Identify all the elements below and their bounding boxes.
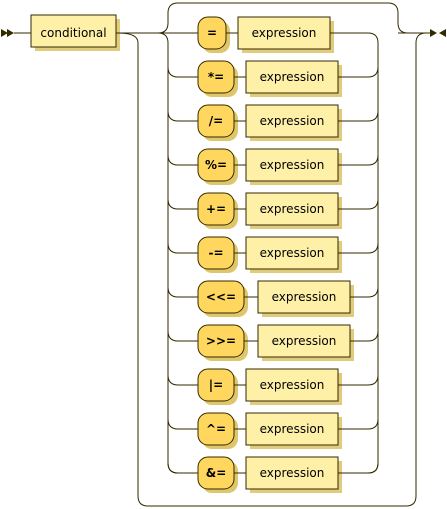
operator-row: += expression [167,192,379,229]
operator-row: |= expression [167,368,379,405]
operator-label: %= [205,158,227,172]
operator-row: <<= expression [167,280,379,317]
expression-label: expression [252,26,317,40]
operator-row: %= expression [167,148,379,185]
expression-node [245,412,339,446]
expression-label: expression [260,246,325,260]
expression-label: expression [260,158,325,172]
operator-row: = expression [158,16,368,53]
end-marker-icon [430,29,446,37]
expression-label: expression [260,378,325,392]
conditional-node: conditional [30,14,120,51]
expression-label: expression [260,422,325,436]
operator-label: *= [208,70,224,84]
expression-node [245,148,339,182]
expression-label: expression [260,202,325,216]
operator-label: >>= [206,334,236,348]
expression-node [245,236,339,270]
operator-row: /= expression [167,104,379,141]
expression-label: expression [260,114,325,128]
expression-node [245,192,339,226]
operator-row: -= expression [167,236,379,273]
expression-node [245,60,339,94]
expression-label: expression [260,466,325,480]
conditional-label: conditional [40,26,106,40]
operator-row: ^= expression [167,412,379,449]
operator-row: *= expression [167,60,379,97]
start-marker-icon [1,29,14,37]
expression-node [237,16,331,50]
operator-label: -= [208,246,223,260]
operator-label: = [207,26,217,40]
operator-row: &= expression [167,456,379,493]
operator-label: /= [209,114,223,128]
expression-label: expression [272,334,337,348]
expression-label: expression [260,70,325,84]
expression-node [257,280,351,314]
operator-label: |= [209,378,223,392]
expression-node [257,324,351,358]
expression-label: expression [272,290,337,304]
operator-label: &= [206,466,227,480]
operator-label: <<= [206,290,236,304]
operator-row: >>= expression [167,324,379,361]
operator-label: ^= [206,422,226,436]
expression-node [245,368,339,402]
operator-label: += [206,202,226,216]
